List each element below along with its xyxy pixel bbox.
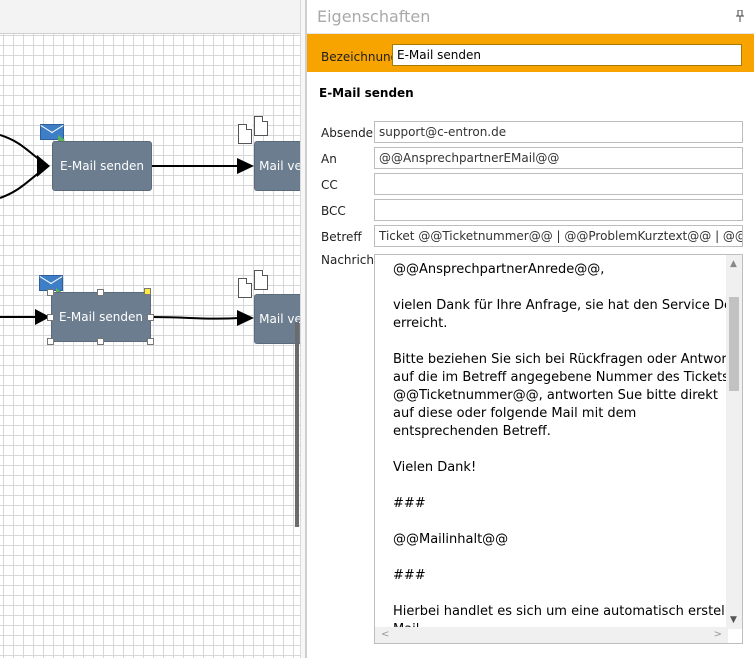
message-line — [393, 333, 723, 351]
connector-arrowhead-lower — [237, 310, 254, 326]
message-line: @@AnsprechpartnerAnrede@@, — [393, 262, 605, 277]
resize-handle[interactable] — [147, 338, 154, 345]
workflow-canvas[interactable]: E-Mail senden Mail ve E-Mail senden Mail… — [0, 0, 306, 658]
cc-label: CC — [321, 178, 338, 192]
resize-handle[interactable] — [47, 338, 54, 345]
resize-handle[interactable] — [97, 289, 104, 296]
message-line — [393, 441, 723, 459]
subject-label: Betreff — [321, 230, 362, 244]
name-label: Bezeichnung — [321, 50, 399, 64]
message-line — [393, 513, 723, 531]
message-line — [393, 585, 723, 603]
properties-panel: Eigenschaften Bezeichnung E-Mail senden … — [306, 0, 754, 658]
connector-line-lower — [150, 316, 241, 320]
node-label: E-Mail senden — [60, 159, 144, 173]
workflow-node-mail-ve[interactable]: Mail ve — [254, 141, 305, 191]
scroll-down-icon[interactable]: ▼ — [730, 615, 737, 625]
name-bar: Bezeichnung — [307, 34, 754, 72]
message-line: entsprechenden Betreff. — [393, 424, 551, 439]
connector-arrowhead-upper — [237, 158, 254, 174]
node-label: Mail ve — [259, 159, 302, 173]
document-icon — [254, 270, 268, 290]
section-title: E-Mail senden — [319, 86, 414, 100]
subject-input[interactable]: Ticket @@Ticketnummer@@ | @@ProblemKurzt… — [374, 225, 743, 247]
document-icon — [238, 124, 252, 144]
canvas-splitter[interactable] — [300, 0, 305, 658]
arrow-right-icon — [58, 135, 65, 145]
resize-handle[interactable] — [97, 338, 104, 345]
to-input[interactable]: @@AnsprechpartnerEMail@@ — [374, 147, 743, 169]
canvas-toolbar — [0, 0, 305, 34]
resize-handle-active[interactable] — [144, 288, 151, 295]
connector-lines — [0, 134, 254, 326]
name-input[interactable] — [392, 44, 742, 66]
workflow-node-email-send[interactable]: E-Mail senden — [52, 141, 152, 191]
message-line — [393, 549, 723, 567]
to-label: An — [321, 152, 337, 166]
message-text: @@AnsprechpartnerAnrede@@, vielen Dank f… — [393, 261, 743, 639]
pin-icon[interactable] — [735, 10, 745, 22]
node-label: Mail ve — [259, 312, 302, 326]
message-line: auf die im Betreff angegebene Nummer des… — [393, 370, 729, 385]
message-vertical-scrollbar[interactable]: ▲ ▼ — [726, 255, 742, 629]
sender-input[interactable]: support@c-entron.de — [374, 121, 743, 143]
message-horizontal-scrollbar[interactable]: < > — [375, 627, 728, 643]
message-label: Nachricht — [321, 253, 379, 267]
bcc-input[interactable] — [374, 199, 743, 221]
document-icon — [254, 116, 268, 136]
panel-title: Eigenschaften — [317, 7, 431, 26]
message-line: ### — [393, 496, 426, 511]
incoming-arrowhead-upper — [37, 155, 50, 177]
workflow-node-email-send-selected[interactable]: E-Mail senden — [51, 292, 151, 342]
node-label: E-Mail senden — [59, 310, 143, 324]
scroll-up-icon[interactable]: ▲ — [730, 259, 737, 269]
message-textarea[interactable]: @@AnsprechpartnerAnrede@@, vielen Dank f… — [374, 254, 743, 644]
cc-input[interactable] — [374, 173, 743, 195]
message-line: ### — [393, 568, 426, 583]
panel-header: Eigenschaften — [307, 0, 754, 34]
resize-handle[interactable] — [147, 314, 154, 321]
scroll-right-icon[interactable]: > — [713, 629, 722, 640]
message-line: @@Ticketnummer@@, antworten Sue bitte di… — [393, 388, 718, 403]
message-line: Hierbei handlet es sich um eine automati… — [393, 604, 742, 619]
incoming-arrowhead-lower — [35, 309, 50, 325]
message-line: auf diese oder folgende Mail mit dem — [393, 406, 637, 421]
message-line: Vielen Dank! — [393, 460, 477, 475]
message-line: erreicht. — [393, 316, 448, 331]
sender-label: Absender — [321, 126, 378, 140]
message-scrollbar-thumb[interactable] — [729, 297, 739, 391]
bcc-label: BCC — [321, 204, 346, 218]
message-line: @@Mailinhalt@@ — [393, 532, 509, 547]
message-line: Bitte beziehen Sie sich bei Rückfragen o… — [393, 352, 743, 367]
canvas-scrollbar-thumb[interactable] — [295, 322, 299, 527]
scroll-left-icon[interactable]: < — [381, 629, 390, 640]
message-line: vielen Dank für Ihre Anfrage, sie hat de… — [393, 298, 743, 313]
message-line — [393, 279, 723, 297]
message-line — [393, 477, 723, 495]
document-icon — [238, 278, 252, 298]
resize-handle[interactable] — [47, 314, 54, 321]
resize-handle[interactable] — [47, 289, 54, 296]
